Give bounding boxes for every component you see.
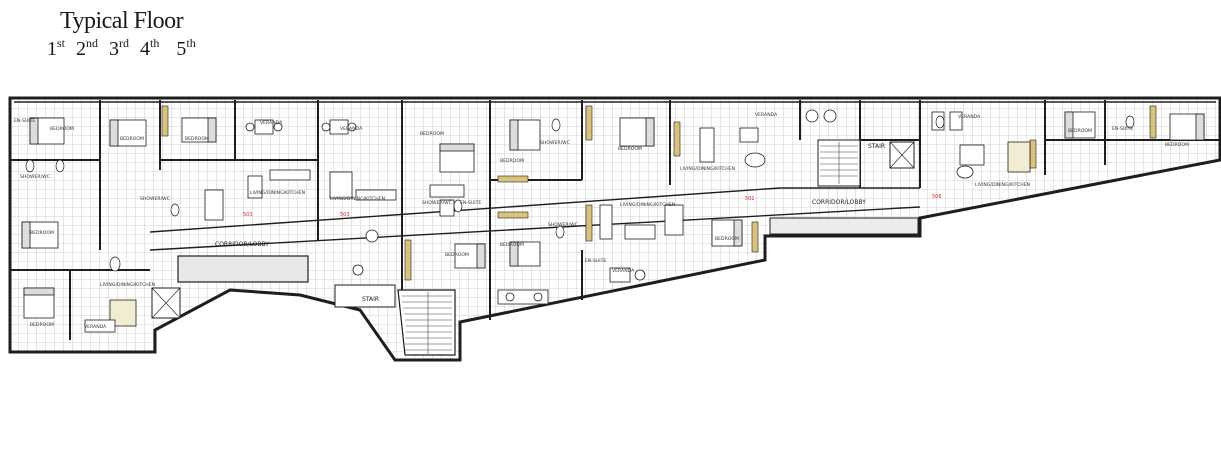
corridor: [149, 187, 921, 283]
label-ensuite: EN-SUITE: [460, 200, 481, 206]
label-shower: SHOWER/WC: [540, 140, 570, 146]
label-ensuite: EN-SUITE: [14, 118, 35, 124]
label-bedroom: BEDROOM: [500, 242, 524, 248]
partition-walls: [10, 100, 1220, 340]
label-bedroom: BEDROOM: [1068, 128, 1092, 134]
label-bedroom: BEDROOM: [1165, 142, 1189, 148]
label-veranda: VERANDA: [340, 126, 363, 132]
feature-walls: [161, 105, 1157, 281]
label-bedroom: BEDROOM: [185, 136, 209, 142]
outer-wall: [8, 96, 1221, 362]
unit-number: 506: [932, 194, 942, 200]
beds: [21, 111, 1205, 319]
label-bedroom: BEDROOM: [120, 136, 144, 142]
label-bedroom: BEDROOM: [715, 236, 739, 242]
floor-list: 1st 2nd 3rd 4th 5th: [47, 36, 202, 61]
label-ensuite: EN-SUITE: [1112, 126, 1133, 132]
unit-number: 503: [340, 212, 350, 218]
label-veranda: VERANDA: [755, 112, 778, 118]
stair-right: [817, 139, 915, 187]
label-veranda: VERANDA: [260, 120, 283, 126]
unit-number: 503: [243, 212, 253, 218]
label-shower: SHOWER/WC: [20, 174, 50, 180]
label-living: LIVING/DINING/KITCHEN: [680, 166, 735, 172]
stair-left: [334, 284, 456, 356]
label-living: LIVING/DINING/KITCHEN: [975, 182, 1030, 188]
floor-2: 2nd: [76, 36, 99, 60]
label-bedroom: BEDROOM: [500, 158, 524, 164]
corridor-label-left: CORRIDOR/LOBBY: [215, 241, 269, 248]
toilets: [25, 115, 1135, 272]
label-shower: SHOWER/WC: [140, 196, 170, 202]
unit-number: 502: [745, 196, 755, 202]
stair-label-left: STAIR: [362, 296, 379, 303]
label-shower: SHOWER/WC: [548, 222, 578, 228]
label-living: LIVING/DINING/KITCHEN: [100, 282, 155, 288]
furniture: [84, 109, 1031, 333]
label-living: LIVING/DINING/KITCHEN: [620, 202, 675, 208]
label-veranda: VERANDA: [84, 324, 107, 330]
label-bedroom: BEDROOM: [50, 126, 74, 132]
label-bedroom: BEDROOM: [420, 131, 444, 137]
label-veranda: VERANDA: [612, 268, 635, 274]
label-shower: SHOWER/WC: [422, 200, 452, 206]
label-living: LIVING/DINING/KITCHEN: [330, 196, 385, 202]
floor-5: 5th: [176, 36, 196, 60]
label-bedroom: BEDROOM: [30, 230, 54, 236]
floor-3: 3rd: [109, 36, 130, 60]
page-title: Typical Floor: [60, 8, 184, 34]
corridor-label-right: CORRIDOR/LOBBY: [812, 199, 866, 206]
label-bedroom: BEDROOM: [618, 146, 642, 152]
stair-label-right: STAIR: [868, 143, 885, 150]
lift-left: [151, 287, 181, 319]
label-bedroom: BEDROOM: [30, 322, 54, 328]
label-bedroom: BEDROOM: [445, 252, 469, 258]
room-labels: EN-SUITE BEDROOM BEDROOM BEDROOM SHOWER/…: [14, 112, 1189, 330]
label-veranda: VERANDA: [958, 114, 981, 120]
label-living: LIVING/DINING/KITCHEN: [250, 190, 305, 196]
floor-1: 1st: [47, 36, 66, 60]
label-ensuite: EN-SUITE: [585, 258, 606, 264]
floor-4: 4th: [140, 36, 160, 60]
